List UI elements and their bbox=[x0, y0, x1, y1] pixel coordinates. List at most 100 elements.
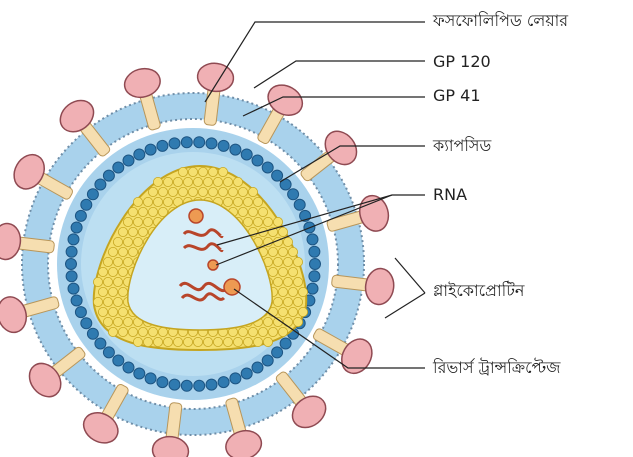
matrix-bead bbox=[169, 379, 180, 390]
capsid-bead bbox=[153, 177, 162, 186]
capsid-bead bbox=[118, 247, 127, 256]
capsid-bead bbox=[213, 337, 222, 346]
capsid-bead bbox=[258, 207, 267, 216]
matrix-bead bbox=[194, 380, 205, 391]
capsid-bead bbox=[173, 337, 182, 346]
capsid-bead bbox=[98, 287, 107, 296]
capsid-bead bbox=[278, 247, 287, 256]
capsid-bead bbox=[293, 317, 302, 326]
capsid-bead bbox=[138, 327, 147, 336]
matrix-bead bbox=[75, 210, 86, 221]
matrix-bead bbox=[181, 137, 192, 148]
capsid-bead bbox=[193, 337, 202, 346]
capsid-bead bbox=[293, 257, 302, 266]
label-phospholipid-layer: ফসফোলিপিড লেয়ার bbox=[433, 11, 568, 31]
capsid-bead bbox=[118, 287, 127, 296]
capsid-bead bbox=[218, 167, 227, 176]
capsid-bead bbox=[293, 277, 302, 286]
capsid-bead bbox=[248, 187, 257, 196]
matrix-bead bbox=[66, 259, 77, 270]
capsid-bead bbox=[98, 267, 107, 276]
capsid-bead bbox=[268, 267, 277, 276]
capsid-bead bbox=[163, 197, 172, 206]
capsid-bead bbox=[93, 297, 102, 306]
matrix-bead bbox=[87, 189, 98, 200]
gp120-knob bbox=[0, 222, 22, 261]
gp120-knob bbox=[223, 427, 265, 457]
matrix-bead bbox=[194, 137, 205, 148]
capsid-bead bbox=[178, 167, 187, 176]
capsid-bead bbox=[293, 297, 302, 306]
capsid-bead bbox=[273, 297, 282, 306]
matrix-bead bbox=[134, 368, 145, 379]
capsid-bead bbox=[168, 187, 177, 196]
capsid-bead bbox=[118, 307, 127, 316]
capsid-bead bbox=[278, 307, 287, 316]
capsid-bead bbox=[133, 197, 142, 206]
capsid-bead bbox=[278, 287, 287, 296]
capsid-bead bbox=[288, 307, 297, 316]
matrix-bead bbox=[95, 179, 106, 190]
matrix-bead bbox=[310, 259, 321, 270]
matrix-bead bbox=[75, 307, 86, 318]
matrix-bead bbox=[218, 140, 229, 151]
capsid-bead bbox=[233, 177, 242, 186]
matrix-bead bbox=[307, 283, 318, 294]
gp120-knob bbox=[196, 61, 235, 93]
matrix-bead bbox=[262, 355, 273, 366]
capsid-bead bbox=[298, 287, 307, 296]
capsid-bead bbox=[278, 327, 287, 336]
matrix-bead bbox=[103, 347, 114, 358]
capsid-bead bbox=[253, 337, 262, 346]
capsid-bead bbox=[238, 327, 247, 336]
capsid-bead bbox=[283, 317, 292, 326]
capsid-bead bbox=[128, 227, 137, 236]
leader-gp120 bbox=[254, 61, 425, 88]
matrix-bead bbox=[123, 155, 134, 166]
matrix-bead bbox=[262, 162, 273, 173]
capsid-bead bbox=[278, 267, 287, 276]
capsid-bead bbox=[128, 247, 137, 256]
capsid-bead bbox=[218, 187, 227, 196]
capsid-bead bbox=[283, 237, 292, 246]
capsid-bead bbox=[148, 207, 157, 216]
capsid-bead bbox=[113, 317, 122, 326]
matrix-bead bbox=[113, 162, 124, 173]
matrix-bead bbox=[218, 377, 229, 388]
leader-phospholipid bbox=[205, 22, 425, 102]
label-glycoprotein: গ্লাইকোপ্রোটিন bbox=[433, 281, 524, 301]
capsid-bead bbox=[208, 167, 217, 176]
matrix-bead bbox=[169, 138, 180, 149]
matrix-bead bbox=[252, 155, 263, 166]
capsid-bead bbox=[128, 207, 137, 216]
capsid-bead bbox=[158, 327, 167, 336]
label-reverse-transcriptase: রিভার্স ট্রান্সক্রিপ্টেজ bbox=[433, 358, 560, 378]
capsid-bead bbox=[288, 287, 297, 296]
capsid-bead bbox=[278, 227, 287, 236]
capsid-bead bbox=[288, 267, 297, 276]
capsid-bead bbox=[248, 207, 257, 216]
matrix-bead bbox=[272, 347, 283, 358]
capsid-bead bbox=[183, 177, 192, 186]
capsid-bead bbox=[113, 297, 122, 306]
capsid-bead bbox=[203, 337, 212, 346]
capsid-bead bbox=[288, 247, 297, 256]
capsid-bead bbox=[283, 297, 292, 306]
capsid-bead bbox=[113, 257, 122, 266]
capsid-bead bbox=[248, 327, 257, 336]
gp120-knob bbox=[356, 192, 393, 234]
capsid-bead bbox=[108, 327, 117, 336]
matrix-bead bbox=[157, 140, 168, 151]
capsid-bead bbox=[258, 327, 267, 336]
matrix-bead bbox=[272, 170, 283, 181]
reverse-transcriptase-enzyme bbox=[224, 279, 240, 295]
capsid-bead bbox=[188, 167, 197, 176]
matrix-bead bbox=[181, 380, 192, 391]
gp120-knob bbox=[151, 435, 190, 457]
capsid-bead bbox=[138, 227, 147, 236]
capsid-bead bbox=[103, 277, 112, 286]
matrix-bead bbox=[307, 234, 318, 245]
capsid-bead bbox=[123, 237, 132, 246]
matrix-bead bbox=[288, 189, 299, 200]
capsid-bead bbox=[198, 167, 207, 176]
